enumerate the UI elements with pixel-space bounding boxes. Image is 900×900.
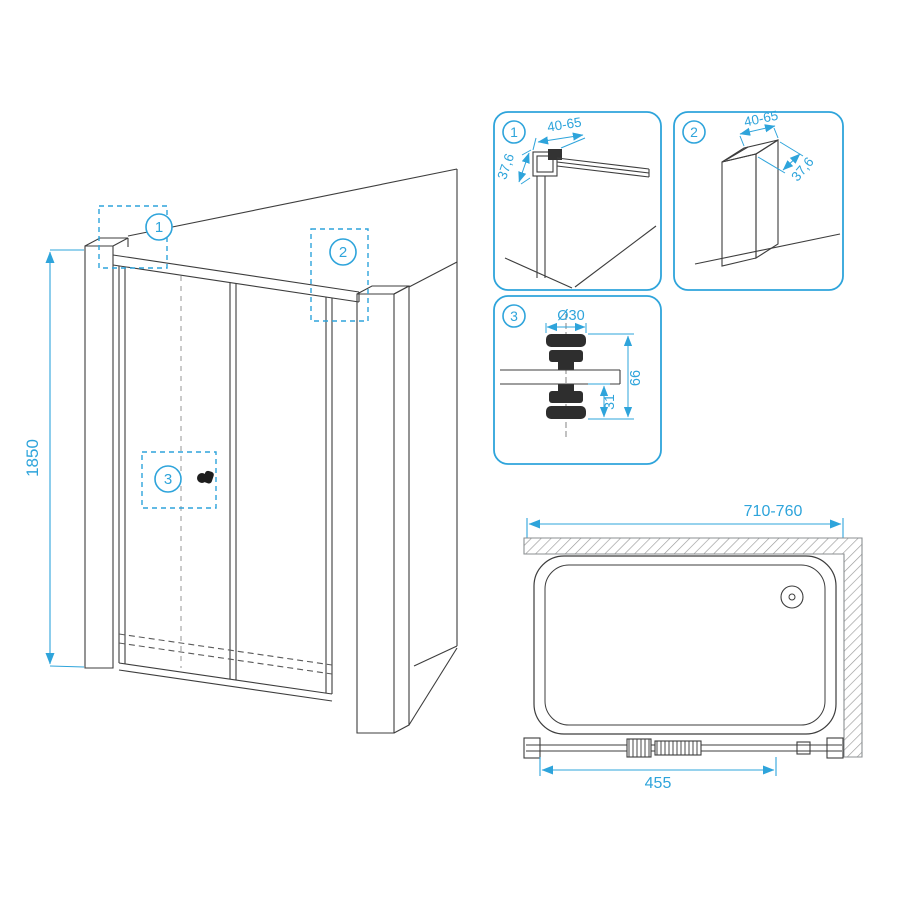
door-panels (118, 266, 333, 702)
callout-3-number: 3 (164, 471, 172, 488)
detail-1-number: 1 (510, 124, 518, 140)
detail-3-border (493, 295, 662, 465)
dim-label-door: 455 (645, 775, 672, 792)
drain (780, 585, 804, 609)
detail-2-drawing (694, 138, 841, 267)
callout-1: 1 (98, 205, 173, 269)
detail-3-number: 3 (510, 308, 518, 324)
callout-1-number: 1 (155, 219, 163, 236)
dim-label-height: 1850 (23, 439, 42, 477)
handle-knob (546, 334, 586, 419)
detail-1-border (493, 111, 662, 291)
dim-label-40-65-2: 40-65 (743, 108, 780, 130)
detail-3-badge (502, 304, 526, 328)
detail-3-dims: Ø30 66 31 (545, 308, 644, 420)
door-handle (197, 470, 214, 484)
door-track-plan (523, 737, 844, 759)
dim-label-width: 710-760 (744, 503, 803, 520)
detail-2-number: 2 (690, 124, 698, 140)
shower-tray (533, 555, 837, 735)
dim-1850: 1850 (23, 249, 85, 668)
walls-hatched (523, 537, 863, 758)
detail-1-drawing (504, 149, 657, 289)
detail-view-1: 1 37,6 40-65 (493, 111, 662, 291)
dim-label-diameter: Ø30 (557, 308, 584, 324)
detail-view-2: 2 40-65 37,6 (673, 108, 844, 291)
left-wall-profile (84, 237, 129, 669)
dim-door: 455 (539, 757, 777, 792)
detail-3-drawing (500, 314, 621, 438)
detail-view-3: 3 Ø30 66 (493, 295, 662, 465)
callout-2-number: 2 (339, 244, 347, 261)
callout-3: 3 (141, 451, 217, 509)
callout-2: 2 (310, 228, 369, 322)
main-isometric-view: 1850 1 2 3 (23, 168, 458, 734)
top-plan-view: 710-760 455 (523, 503, 863, 792)
dim-label-66: 66 (628, 370, 644, 386)
detail-2-border (673, 111, 844, 291)
right-wall-profile (356, 261, 458, 734)
back-wall (127, 168, 458, 667)
detail-2-badge (682, 120, 706, 144)
dim-label-40-65: 40-65 (546, 114, 582, 134)
dim-label-31: 31 (601, 394, 617, 410)
detail-1-badge (502, 120, 526, 144)
dim-width: 710-760 (526, 503, 844, 538)
